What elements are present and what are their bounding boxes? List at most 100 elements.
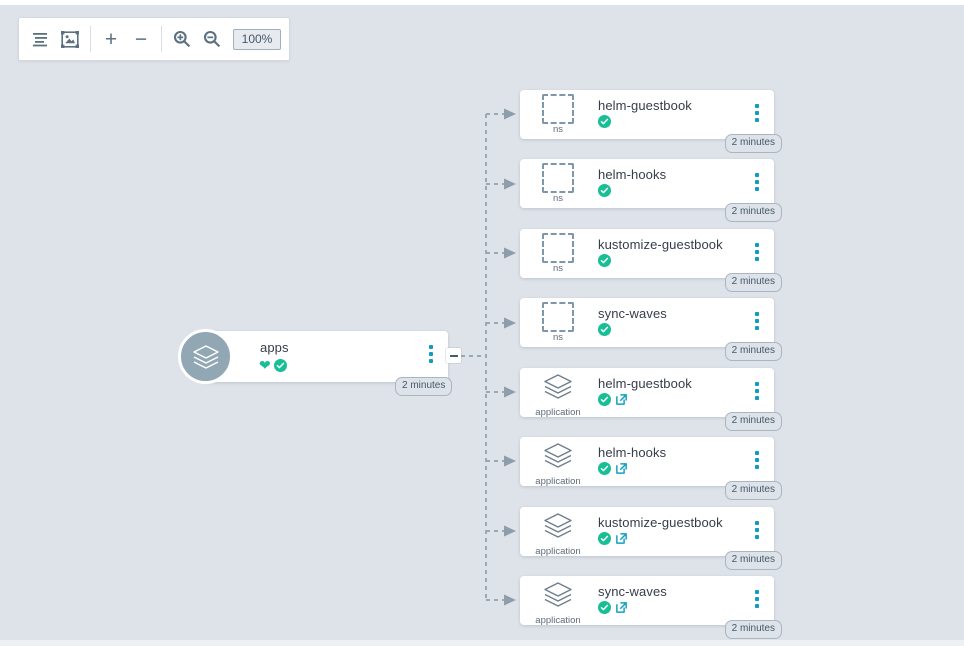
root-node-apps[interactable]: apps ❤ 2 minutes [178, 329, 453, 396]
node-menu-button[interactable] [750, 173, 764, 191]
node-kind-icon-wrap: ns [530, 163, 586, 204]
kebab-dot [755, 590, 759, 594]
age-badge: 2 minutes [395, 377, 453, 396]
align-lines-icon[interactable] [25, 24, 55, 54]
node-status-icons [598, 115, 611, 128]
graph-toolbar: + − 100% [18, 17, 290, 61]
magnifier-plus-icon[interactable] [167, 24, 197, 54]
resource-node-application-helm-guestbook[interactable]: application helm-guestbook 2 minutes [520, 368, 782, 431]
kebab-dot [755, 604, 759, 608]
kebab-dot [755, 187, 759, 191]
kebab-dot [755, 458, 759, 462]
zoom-out-minus-button[interactable]: − [126, 24, 156, 54]
dashed-box-icon [542, 302, 574, 332]
node-kind-icon-wrap: ns [530, 233, 586, 274]
check-circle-icon [598, 462, 611, 475]
node-status-icons [598, 323, 611, 336]
top-edge-strip [0, 0, 964, 5]
kebab-dot [755, 319, 759, 323]
kebab-dot [755, 118, 759, 122]
external-link-icon[interactable] [615, 393, 628, 406]
node-title: helm-hooks [598, 167, 667, 182]
node-kind-icon-wrap: application [530, 511, 586, 557]
kebab-dot [755, 250, 759, 254]
external-link-icon[interactable] [615, 532, 628, 545]
root-node-age: 2 minutes [395, 375, 453, 396]
age-badge: 2 minutes [724, 273, 782, 292]
node-menu-button[interactable] [750, 451, 764, 469]
node-kind-icon-wrap: ns [530, 94, 586, 135]
node-kind-label: application [535, 546, 581, 557]
node-menu-button[interactable] [750, 521, 764, 539]
check-circle-icon [598, 184, 611, 197]
node-kind-label: ns [552, 263, 564, 274]
node-age: 2 minutes [724, 271, 782, 292]
age-badge: 2 minutes [724, 134, 782, 153]
node-kind-label: ns [552, 332, 564, 343]
node-status-icons [598, 254, 611, 267]
kebab-dot [755, 173, 759, 177]
kebab-dot [755, 382, 759, 386]
magnifier-minus-icon[interactable] [197, 24, 227, 54]
node-kind-label: ns [552, 124, 564, 135]
node-menu-button[interactable] [750, 590, 764, 608]
node-age: 2 minutes [724, 410, 782, 431]
node-status-icons [598, 184, 611, 197]
zoom-level-input[interactable]: 100% [233, 28, 281, 50]
node-status-icons [598, 462, 628, 475]
node-kind-icon-wrap: application [530, 580, 586, 626]
check-circle-icon [273, 358, 287, 372]
collapse-children-button[interactable] [446, 348, 461, 363]
kebab-dot [755, 521, 759, 525]
root-node-card[interactable] [205, 331, 448, 382]
check-circle-icon [598, 601, 611, 614]
kebab-dot [755, 389, 759, 393]
node-kind-label: ns [552, 193, 564, 204]
node-title: kustomize-guestbook [598, 237, 723, 252]
node-menu-button[interactable] [750, 104, 764, 122]
bottom-edge-strip [0, 640, 964, 646]
check-circle-icon [598, 393, 611, 406]
age-badge: 2 minutes [724, 481, 782, 500]
kebab-dot [755, 257, 759, 261]
resource-node-ns-kustomize-guestbook[interactable]: ns kustomize-guestbook 2 minutes [520, 229, 782, 292]
node-age: 2 minutes [724, 618, 782, 639]
fit-to-screen-icon[interactable] [55, 24, 85, 54]
node-kind-label: application [535, 407, 581, 418]
resource-node-ns-helm-guestbook[interactable]: ns helm-guestbook 2 minutes [520, 90, 782, 153]
check-circle-icon [598, 323, 611, 336]
kebab-dot [755, 465, 759, 469]
kebab-dot [755, 597, 759, 601]
kebab-dot [429, 345, 433, 349]
dashed-box-icon [542, 233, 574, 263]
external-link-icon[interactable] [615, 601, 628, 614]
check-circle-icon [598, 532, 611, 545]
kebab-dot [755, 528, 759, 532]
kebab-dot [429, 359, 433, 363]
node-title: helm-hooks [598, 445, 667, 460]
kebab-dot [755, 180, 759, 184]
node-age: 2 minutes [724, 479, 782, 500]
node-status-icons [598, 393, 628, 406]
external-link-icon[interactable] [615, 462, 628, 475]
node-title: helm-guestbook [598, 98, 692, 113]
root-node-menu-button[interactable] [424, 345, 438, 363]
node-menu-button[interactable] [750, 382, 764, 400]
node-menu-button[interactable] [750, 243, 764, 261]
check-circle-icon [598, 254, 611, 267]
layers-icon [178, 329, 233, 384]
kebab-dot [755, 535, 759, 539]
resource-node-application-helm-hooks[interactable]: application helm-hooks 2 minutes [520, 437, 782, 500]
node-menu-button[interactable] [750, 312, 764, 330]
zoom-in-plus-button[interactable]: + [96, 24, 126, 54]
node-status-icons [598, 601, 628, 614]
node-title: helm-guestbook [598, 376, 692, 391]
dashed-box-icon [542, 163, 574, 193]
node-kind-icon-wrap: application [530, 441, 586, 487]
root-node-status-icons: ❤ [259, 358, 287, 372]
